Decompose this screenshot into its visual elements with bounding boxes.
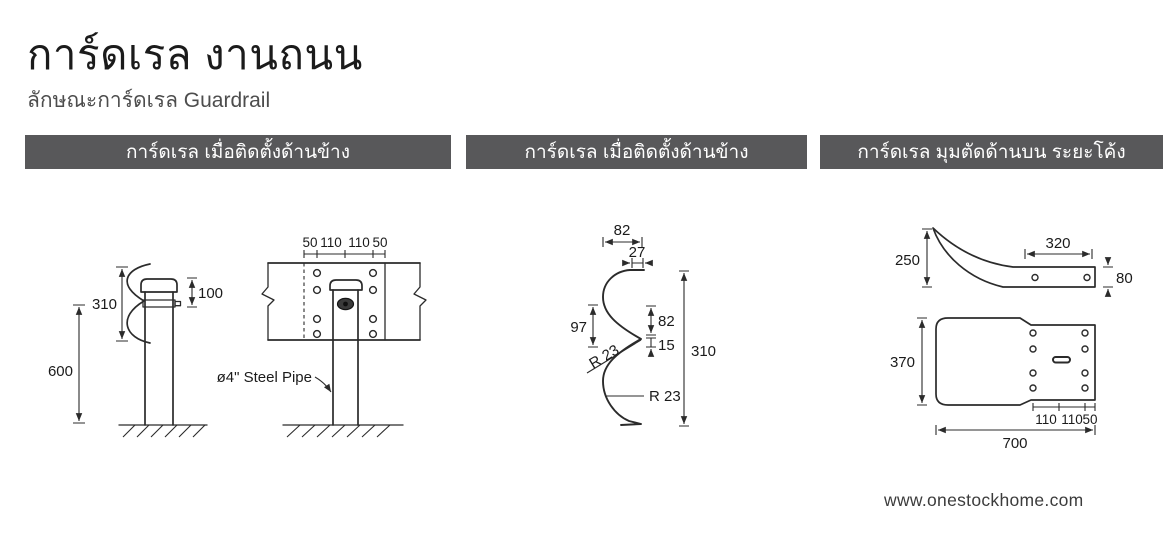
page-subtitle: ลักษณะการ์ดเรล Guardrail [27,89,271,112]
post-cap-side [140,278,178,293]
bolt-hole [1031,273,1039,282]
bolt-nub-side [174,300,182,307]
dim-110-b: 110 [1061,412,1083,427]
plate-spacing-dim-line [1032,403,1096,411]
dim80-ticks [1103,266,1113,288]
dim700-ticks [935,425,1096,435]
dim-110-b: 110 [348,235,370,250]
w-beam-profile-curve [602,269,645,426]
bolt-hole [312,329,322,339]
dim82top-ticks [602,237,643,247]
dim-50-a: 50 [302,235,317,250]
dim100-ticks [187,277,197,308]
dim-700: 700 [1002,435,1027,452]
dim-320: 320 [1045,235,1070,252]
dim-80: 80 [1116,270,1133,287]
post-body-front [332,289,359,426]
dim-110-a: 110 [320,235,342,250]
end-terminal-drawing: 250 320 80 [895,227,1133,297]
bolt-hole [368,285,378,295]
front-view-dimensions: 50 110 110 50 ø4" Steel Pipe [217,235,388,393]
panel-header-1: การ์ดเรล เมื่อติดตั้งด้านข้าง [25,135,451,169]
dim-97: 97 [570,319,587,336]
dim-250: 250 [895,252,920,269]
radius-bottom-label: R 23 [649,388,681,405]
post-cap-front [329,279,363,291]
dim15-ticks [646,337,656,348]
post-front-view-drawing [261,262,427,438]
bolt-hole [1081,329,1089,337]
bolt-hole [1029,384,1037,392]
bolt-hole [1083,273,1091,282]
pipe-label-leader [314,376,332,393]
spacing-dim-line [303,250,386,258]
post-side-view-drawing [118,263,208,438]
bolt-hole [1081,369,1089,377]
dim370-ticks [917,317,927,406]
panel2-beam-profile-diagram: 82 27 97 82 15 310 R 23 R 23 [570,222,716,427]
dim-15: 15 [658,337,675,354]
dim-370: 370 [890,354,915,371]
bolt-hole [312,314,322,324]
bolt-hole [368,268,378,278]
bolt-hole [368,329,378,339]
dim82r-ticks [646,305,656,336]
panel-header-2: การ์ดเรล เมื่อติดตั้งด้านข้าง [466,135,807,169]
dim-600: 600 [48,363,73,380]
dim27-ticks [631,258,644,268]
bolt-hole [1081,384,1089,392]
dim-27: 27 [629,244,646,261]
bolt-hole [1029,369,1037,377]
bolt-hole [368,314,378,324]
plate-slot [1052,356,1071,364]
rail-edges-front [267,262,421,341]
plate-outline [935,317,1096,406]
panel-header-3: การ์ดเรล มุมตัดด้านบน ระยะโค้ง [820,135,1163,169]
dim-50-b: 50 [372,235,387,250]
profile-dimensions: 82 27 97 82 15 310 R 23 R 23 [570,222,716,427]
terminal-outline [932,227,1096,288]
dim-50: 50 [1082,412,1097,427]
dim310-ticks [116,266,128,342]
rail-profile-side-curve [126,263,151,344]
page-title: การ์ดเรล งานถนน [27,31,363,78]
panel3-end-section-diagram: 250 320 80 370 700 1 [890,227,1133,452]
radius-mid-label: R 23 [586,342,622,373]
dim600-ticks [73,304,85,424]
bolt-hole [312,285,322,295]
website-url: www.onestockhome.com [884,490,1084,510]
panel1-side-installation-diagram: 600 310 100 [48,235,427,438]
dim-310: 310 [691,343,716,360]
bolt-hole [312,268,322,278]
dim320-ticks [1024,249,1093,259]
center-bolt-core [343,301,348,307]
bolt-hole [1029,345,1037,353]
ground-hatch-side [122,424,206,438]
bolt-band-side [142,299,176,308]
dim-100: 100 [198,285,223,302]
dim-82-right: 82 [658,313,675,330]
rail-break-right [413,262,427,341]
dim-310: 310 [92,296,117,313]
side-view-dimensions: 600 310 100 [48,266,223,424]
ground-hatch-front [286,424,391,438]
radius-mid-leader [586,339,642,374]
dim310-ticks [679,270,689,427]
dim-82-top: 82 [614,222,631,239]
end-plate-drawing: 370 700 110 110 50 [890,317,1098,452]
rail-break-left [261,262,275,341]
dim97-ticks [588,304,598,348]
bolt-hole [1029,329,1037,337]
dim250-ticks [922,228,932,288]
dim-110-a: 110 [1035,412,1057,427]
pipe-label: ø4" Steel Pipe [217,369,312,386]
bolt-hole [1081,345,1089,353]
post-body-side [144,291,174,426]
